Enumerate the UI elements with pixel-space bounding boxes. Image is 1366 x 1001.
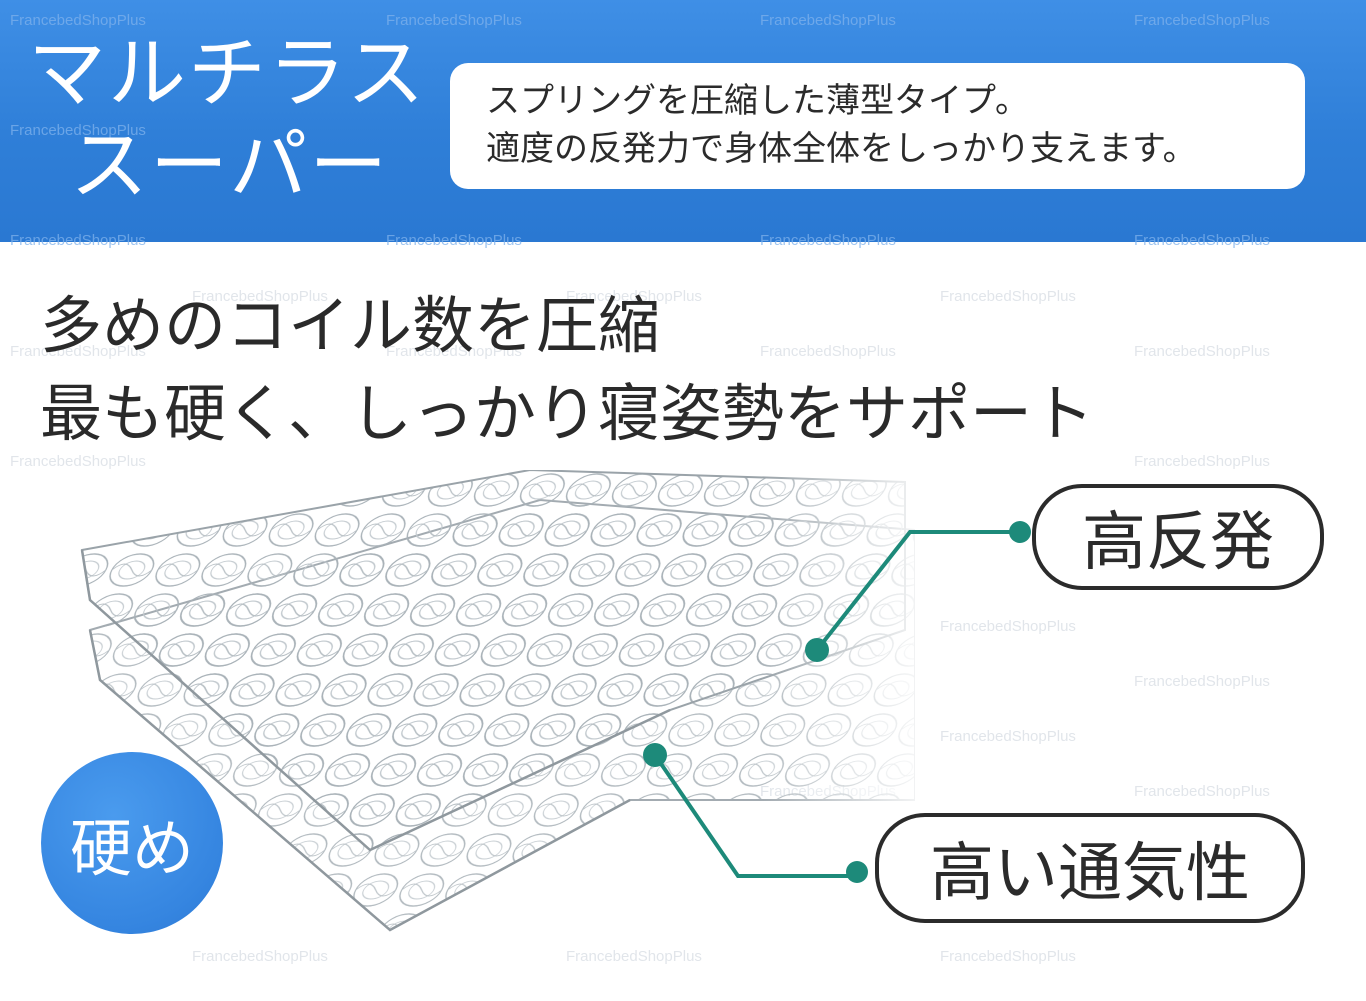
watermark-text: FrancebedShopPlus bbox=[10, 232, 146, 249]
watermark-text: FrancebedShopPlus bbox=[566, 948, 702, 965]
watermark-text: FrancebedShopPlus bbox=[10, 453, 146, 470]
headline-line1: 多めのコイル数を圧縮 bbox=[40, 289, 661, 362]
watermark-text: FrancebedShopPlus bbox=[1134, 783, 1270, 800]
description-line1: スプリングを圧縮した薄型タイプ。 bbox=[486, 81, 1029, 121]
watermark-text: FrancebedShopPlus bbox=[386, 12, 522, 29]
headline: 多めのコイル数を圧縮 最も硬く、しっかり寝姿勢をサポート bbox=[40, 282, 1094, 458]
watermark-text: FrancebedShopPlus bbox=[940, 728, 1076, 745]
watermark-text: FrancebedShopPlus bbox=[940, 618, 1076, 635]
watermark-text: FrancebedShopPlus bbox=[1134, 453, 1270, 470]
spring-unit-illustration bbox=[70, 470, 915, 940]
product-name-line1: マルチラス bbox=[28, 29, 427, 119]
watermark-text: FrancebedShopPlus bbox=[760, 343, 896, 360]
breathability-callout: 高い通気性 bbox=[875, 813, 1305, 923]
high-rebound-callout: 高反発 bbox=[1032, 484, 1324, 590]
description-line2: 適度の反発力で身体全体をしっかり支えます。 bbox=[486, 129, 1197, 169]
watermark-text: FrancebedShopPlus bbox=[1134, 673, 1270, 690]
product-name: マルチラス スーパー bbox=[28, 28, 426, 212]
watermark-text: FrancebedShopPlus bbox=[940, 288, 1076, 305]
watermark-text: FrancebedShopPlus bbox=[760, 12, 896, 29]
header-band: FrancebedShopPlus FrancebedShopPlus Fran… bbox=[0, 0, 1366, 249]
product-name-line2: スーパー bbox=[70, 121, 390, 211]
watermark-text: FrancebedShopPlus bbox=[10, 122, 146, 139]
description-box: スプリングを圧縮した薄型タイプ。 適度の反発力で身体全体をしっかり支えます。 bbox=[450, 63, 1305, 189]
watermark-text: FrancebedShopPlus bbox=[386, 343, 522, 360]
watermark-text: FrancebedShopPlus bbox=[10, 343, 146, 360]
headline-line2: 最も硬く、しっかり寝姿勢をサポート bbox=[40, 377, 1095, 450]
watermark-text: FrancebedShopPlus bbox=[192, 288, 328, 305]
watermark-text: FrancebedShopPlus bbox=[386, 232, 522, 249]
watermark-text: FrancebedShopPlus bbox=[1134, 343, 1270, 360]
watermark-text: FrancebedShopPlus bbox=[1134, 12, 1270, 29]
watermark-text: FrancebedShopPlus bbox=[566, 288, 702, 305]
hardness-badge: 硬め bbox=[41, 752, 223, 934]
watermark-text: FrancebedShopPlus bbox=[192, 948, 328, 965]
watermark-text: FrancebedShopPlus bbox=[940, 948, 1076, 965]
watermark-text: FrancebedShopPlus bbox=[760, 232, 896, 249]
watermark-text: FrancebedShopPlus bbox=[1134, 232, 1270, 249]
watermark-text: FrancebedShopPlus bbox=[10, 12, 146, 29]
